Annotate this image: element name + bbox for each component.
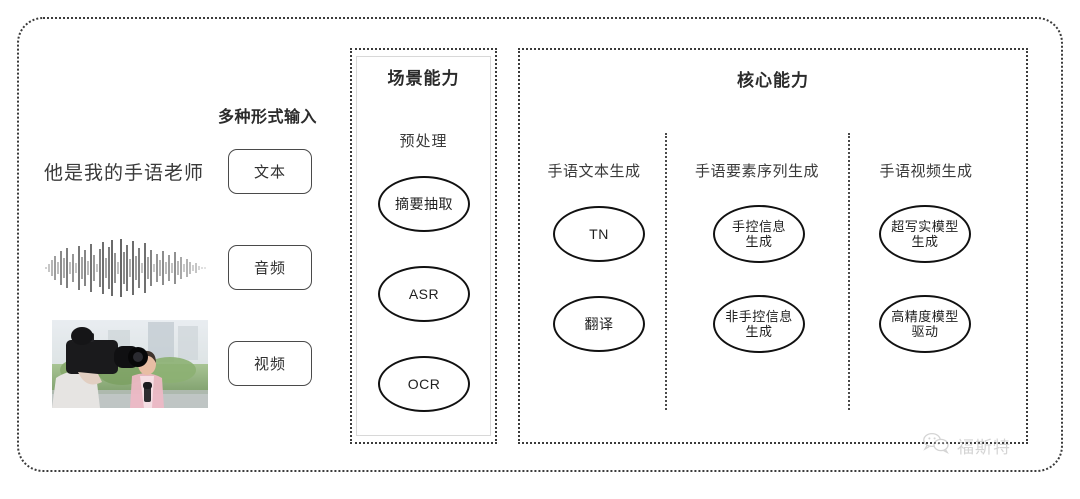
node-non-manual-feature-generation[interactable]: 非手控信息 生成	[713, 295, 805, 353]
modality-button-audio[interactable]: 音频	[228, 245, 312, 290]
node-label-line1: 超写实模型	[891, 218, 959, 234]
modality-button-text[interactable]: 文本	[228, 149, 312, 194]
core-column-title-sign-video-generation: 手语视频生成	[879, 163, 973, 180]
node-translation[interactable]: 翻译	[553, 296, 645, 352]
node-label-line1: 非手控信息	[725, 308, 793, 324]
node-tn[interactable]: TN	[553, 206, 645, 262]
node-label-line2: 生成	[745, 234, 773, 249]
node-label-line2: 生成	[745, 324, 773, 339]
node-label-line1: 高精度模型	[891, 308, 959, 324]
core-column-divider-2	[848, 133, 850, 410]
watermark-text: 福斯特	[957, 438, 1011, 457]
video-thumbnail-icon	[52, 320, 208, 408]
node-asr[interactable]: ASR	[378, 266, 470, 322]
core-capability-title: 核心能力	[737, 71, 809, 90]
node-photorealistic-model-generation[interactable]: 超写实模型 生成	[879, 205, 971, 263]
core-column-divider-1	[665, 133, 667, 410]
node-label-line1: TN	[589, 225, 609, 242]
outer-frame	[17, 17, 1063, 472]
modality-button-video[interactable]: 视频	[228, 341, 312, 386]
node-label-line1: 手控信息	[731, 218, 786, 234]
scene-capability-inner-border	[356, 56, 491, 436]
node-label-line1: 翻译	[584, 315, 614, 332]
node-label-line2: 驱动	[911, 324, 939, 339]
node-manual-feature-generation[interactable]: 手控信息 生成	[713, 205, 805, 263]
scene-capability-subtitle: 预处理	[399, 133, 448, 150]
node-label-line2: 生成	[911, 234, 939, 249]
core-column-title-sign-element-sequence-generation: 手语要素序列生成	[694, 163, 819, 180]
core-capability-panel	[518, 48, 1028, 444]
core-column-title-sign-text-generation: 手语文本生成	[547, 163, 641, 180]
node-ocr[interactable]: OCR	[378, 356, 470, 412]
wechat-icon	[922, 432, 950, 459]
audio-waveform-icon	[44, 236, 208, 300]
scene-capability-panel	[350, 48, 497, 444]
sample-sentence-text: 他是我的手语老师	[44, 163, 205, 184]
node-high-precision-model-driving[interactable]: 高精度模型 驱动	[879, 295, 971, 353]
watermark: 福斯特	[922, 432, 1011, 459]
input-caption: 多种形式输入	[218, 109, 318, 126]
scene-capability-title: 场景能力	[387, 69, 460, 88]
node-summary-extraction[interactable]: 摘要抽取	[378, 176, 470, 232]
